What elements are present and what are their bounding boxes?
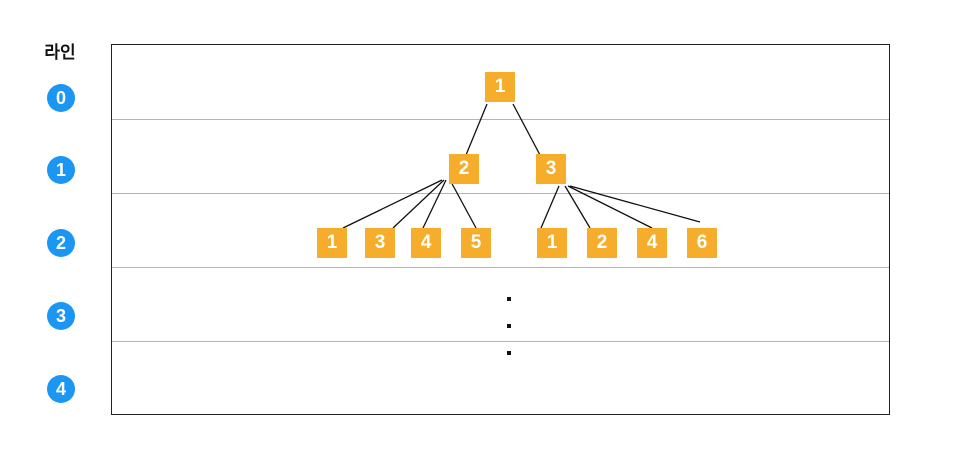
edge-2-4 (422, 179, 447, 229)
line-badge-1: 1 (47, 156, 75, 184)
line-badge-4: 4 (47, 375, 75, 403)
node-level2-left-d: 5 (461, 228, 491, 258)
edge-3-6 (569, 185, 701, 223)
edge-root-3 (512, 103, 541, 156)
node-level2-left-b: 3 (365, 228, 395, 258)
frame (111, 44, 890, 415)
node-level2-right-d: 6 (687, 228, 717, 258)
edge-3-4 (567, 185, 653, 229)
ellipsis-dot-2 (507, 324, 511, 328)
node-level1-right: 3 (536, 154, 566, 184)
edge-root-2 (465, 103, 488, 156)
edge-3-2 (564, 185, 591, 229)
node-level2-right-b: 2 (587, 228, 617, 258)
node-level2-left-a: 1 (317, 228, 347, 258)
node-level2-right-a: 1 (537, 228, 567, 258)
node-level2-right-c: 4 (637, 228, 667, 258)
node-root: 1 (485, 72, 515, 102)
node-level1-left: 2 (449, 154, 479, 184)
ellipsis-dot-3 (507, 351, 511, 355)
edge-2-1 (342, 179, 443, 229)
line-badge-2: 2 (47, 229, 75, 257)
line-badge-3: 3 (47, 302, 75, 330)
ellipsis-dot-1 (507, 297, 511, 301)
edge-2-3 (392, 179, 445, 229)
line-badge-0: 0 (47, 84, 75, 112)
edge-3-1 (540, 185, 560, 229)
edge-2-5 (449, 179, 477, 229)
line-header: 라인 (44, 43, 76, 62)
node-level2-left-c: 4 (411, 228, 441, 258)
